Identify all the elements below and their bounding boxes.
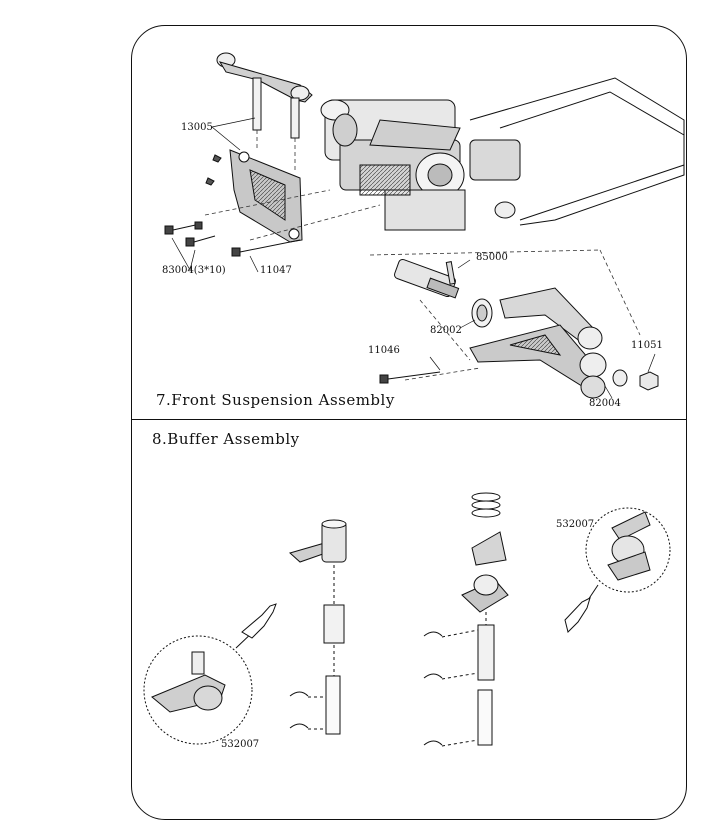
pointing-hand-icon-left bbox=[241, 603, 277, 639]
part-number-82004: 82004 bbox=[589, 398, 621, 409]
screws-83004 bbox=[164, 154, 222, 247]
part-number-83004: 83004(3*10) bbox=[162, 265, 226, 276]
part-number-11047: 11047 bbox=[260, 265, 292, 276]
part-number-11046: 11046 bbox=[368, 345, 400, 356]
manual-page-frame bbox=[131, 25, 687, 820]
chassis-plate bbox=[469, 77, 685, 226]
buffer-detail-right bbox=[585, 507, 671, 601]
buffer-assembly-right bbox=[423, 492, 509, 747]
part-number-82002: 82002 bbox=[430, 325, 462, 336]
screw-11047 bbox=[231, 239, 301, 257]
suspension-arms bbox=[379, 287, 659, 399]
buffer-detail-left bbox=[143, 629, 256, 745]
shock-tower-13005 bbox=[216, 52, 313, 243]
leader-lines bbox=[171, 117, 656, 399]
part-number-11051: 11051 bbox=[631, 340, 663, 351]
buffer-assembly-middle bbox=[288, 519, 347, 735]
part-number-532007-left: 532007 bbox=[221, 739, 260, 750]
front-gearbox-assembly bbox=[320, 99, 521, 231]
part-number-85000: 85000 bbox=[476, 252, 508, 263]
section-divider bbox=[131, 419, 687, 420]
section-8-title: 8.Buffer Assembly bbox=[152, 430, 300, 448]
part-number-532007-right: 532007 bbox=[556, 519, 595, 530]
section-7-title: 7.Front Suspension Assembly bbox=[156, 391, 395, 409]
assembly-guide-lines bbox=[204, 130, 641, 381]
pointing-hand-icon-right bbox=[564, 597, 591, 633]
driveshaft-axle bbox=[394, 258, 493, 328]
part-number-13005: 13005 bbox=[181, 122, 213, 133]
